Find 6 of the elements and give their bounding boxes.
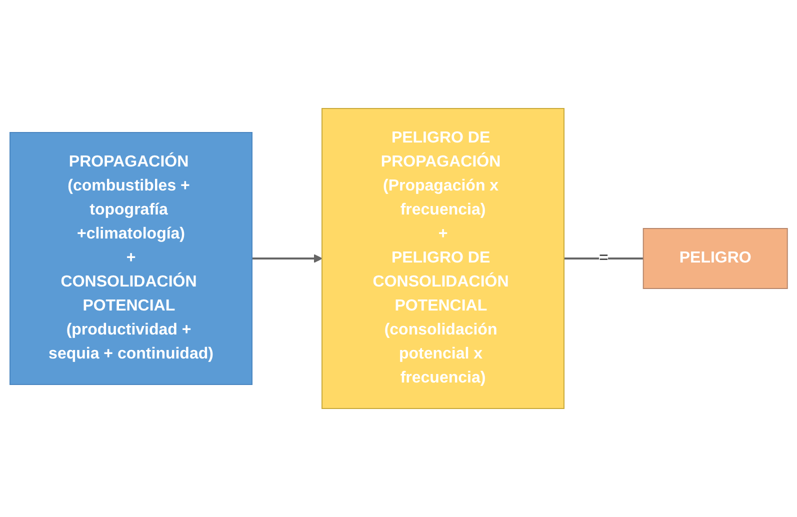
arrow	[252, 254, 322, 263]
node-box: PROPAGACIÓN (combustibles + topografía +climatología) + CONSOLIDACIÓN POTENCIAL (productividad + sequia + continuidad)	[9, 132, 252, 385]
node-box: PELIGRO DE PROPAGACIÓN (Propagación x frecuencia) + PELIGRO DE CONSOLIDACIÓN POTENCIAL (consolidación potencial x frecuencia)	[321, 108, 564, 409]
edge-label: =	[598, 250, 608, 266]
connector	[564, 258, 644, 260]
node-box: PELIGRO	[642, 228, 788, 289]
